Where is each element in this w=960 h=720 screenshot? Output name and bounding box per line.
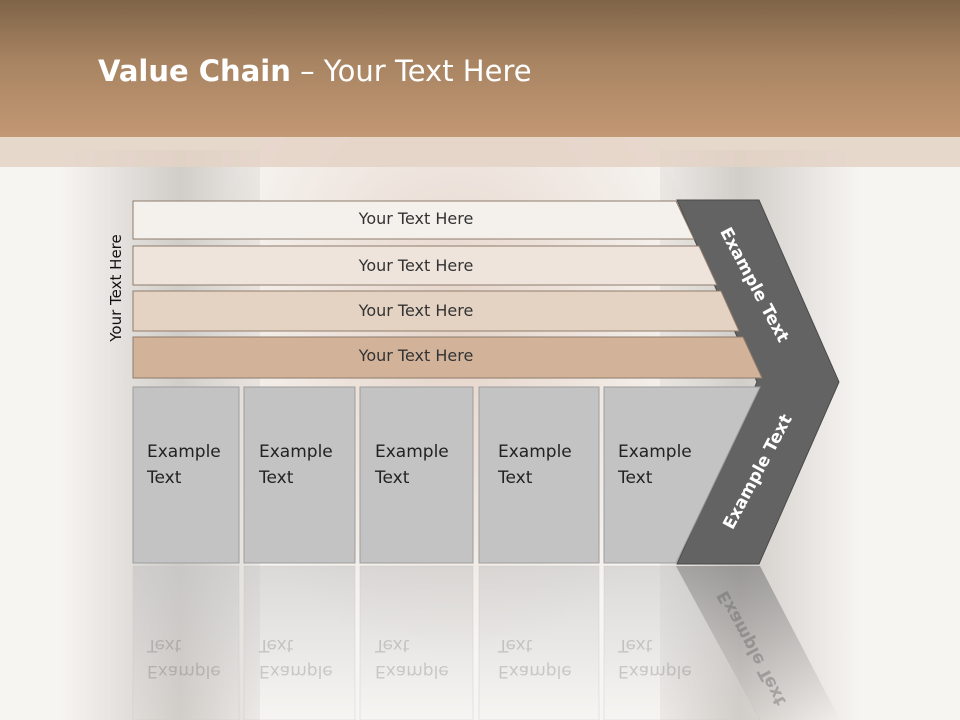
box-label-reflection: Example Text xyxy=(618,632,692,684)
box-label-line1: Example xyxy=(498,661,572,681)
box-label-reflection: Example Text xyxy=(375,632,449,684)
box-label-line2: Text xyxy=(147,468,182,488)
box-label-line1: Example xyxy=(375,442,449,462)
box-shape-5 xyxy=(603,386,761,564)
box-label-line1: Example xyxy=(147,442,221,462)
box-label-line1: Example xyxy=(259,661,333,681)
box-label-reflection: Example Text xyxy=(147,632,221,684)
box-label-line2: Text xyxy=(147,635,182,655)
box-shape-1 xyxy=(132,386,240,564)
box-label-line1: Example xyxy=(259,442,333,462)
bar-shape-1 xyxy=(132,200,695,240)
box-label-line2: Text xyxy=(259,635,294,655)
bar-shape-2 xyxy=(132,245,718,286)
slide-title-rest: – Your Text Here xyxy=(290,54,532,88)
slide-title-bold: Value Chain xyxy=(98,54,291,88)
bar-label-3: Your Text Here xyxy=(358,301,474,320)
box-label-line1: Example xyxy=(375,661,449,681)
box-label-line1: Example xyxy=(618,442,692,462)
box-label-line2: Text xyxy=(375,468,410,488)
box-label-line2: Text xyxy=(618,468,653,488)
bar-label-4: Your Text Here xyxy=(358,346,474,365)
box-reflection xyxy=(132,565,240,720)
box-reflection xyxy=(359,565,474,720)
bar-label-1: Your Text Here xyxy=(358,209,474,228)
box-label-line2: Text xyxy=(259,468,294,488)
box-label-line2: Text xyxy=(618,635,653,655)
box-shape-4 xyxy=(478,386,600,564)
box-label-line1: Example xyxy=(147,661,221,681)
box-reflection xyxy=(478,565,600,720)
chevron-reflection xyxy=(676,566,840,720)
box-label-reflection: Example Text xyxy=(259,632,333,684)
box-label-line2: Text xyxy=(375,635,410,655)
bar-shape-4 xyxy=(132,336,763,379)
box-reflection xyxy=(243,565,356,720)
box-shape-2 xyxy=(243,386,356,564)
bar-label-2: Your Text Here xyxy=(358,256,474,275)
box-label-line1: Example xyxy=(498,442,572,462)
box-label-reflection: Example Text xyxy=(498,632,572,684)
box-reflection xyxy=(603,565,761,720)
title-bar-strip xyxy=(0,137,960,167)
bar-shape-3 xyxy=(132,290,740,332)
box-label-line2: Text xyxy=(498,468,533,488)
slide-title: Value Chain – Your Text Here xyxy=(98,54,532,88)
box-label-line1: Example xyxy=(618,661,692,681)
title-bar xyxy=(0,0,960,137)
box-label-line2: Text xyxy=(498,635,533,655)
box-shape-3 xyxy=(359,386,474,564)
